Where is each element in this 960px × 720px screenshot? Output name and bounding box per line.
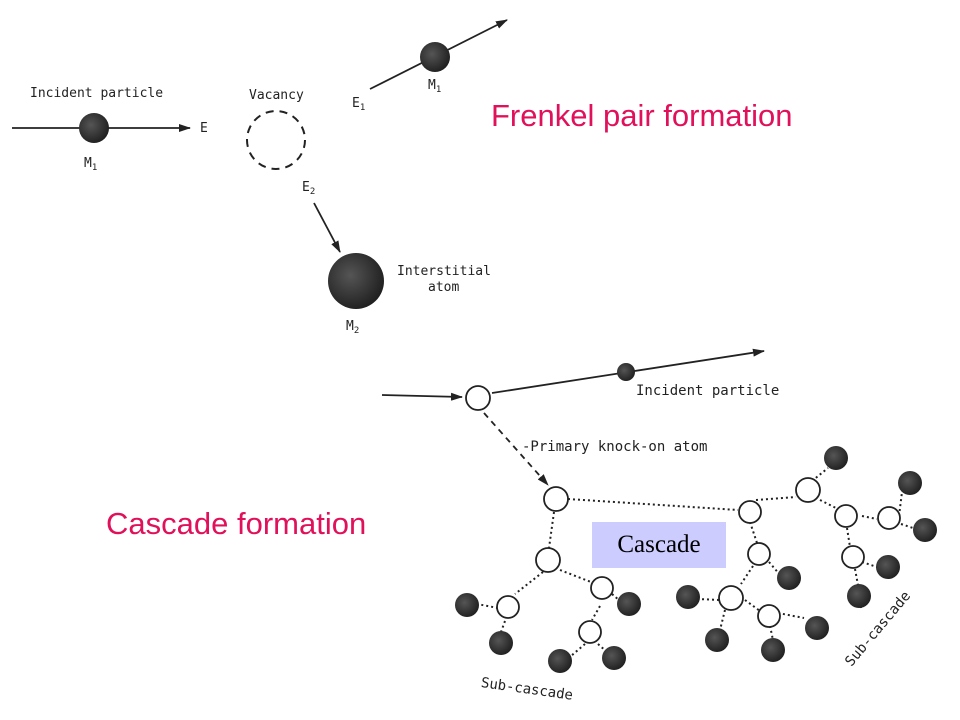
frenkel-e-label: E (200, 121, 208, 136)
cascade-incident-particle-label: Incident particle (636, 383, 780, 399)
frenkel-title: Frenkel pair formation (491, 98, 793, 133)
frenkel-incident-particle-label: Incident particle (30, 86, 164, 101)
frenkel-interstitial-label-line1: Interstitial (397, 264, 491, 279)
frenkel-interstitial-label-line2: atom (428, 280, 460, 295)
cascade-title: Cascade formation (106, 506, 367, 541)
incident-particle-atom (79, 113, 109, 143)
primary-knock-on-path (483, 412, 549, 486)
interstitial-path (313, 202, 341, 253)
primary-knock-on-label: -Primary knock-on atom (522, 439, 708, 455)
frenkel-vacancy-label: Vacancy (249, 88, 304, 103)
scattered-particle-atom (420, 42, 450, 72)
frenkel-e2-label: E2 (302, 180, 316, 197)
frenkel-e1-label: E1 (352, 96, 366, 113)
cascade-branches (476, 467, 917, 657)
vacancy-sites (465, 385, 901, 644)
frenkel-m1-label: M1 (84, 156, 98, 173)
frenkel-m1-top-label: M1 (428, 78, 442, 95)
vacancy-circle (246, 110, 306, 170)
interstitial-atom (328, 253, 384, 309)
interstitial-atoms (455, 446, 937, 673)
cascade-incident-atom (617, 363, 635, 381)
cascade-diagram (381, 348, 937, 673)
frenkel-m2-label: M2 (346, 319, 360, 336)
frenkel-pair-diagram (12, 19, 508, 309)
cascade-incoming-path (381, 392, 463, 401)
cascade-label-box: Cascade (592, 522, 726, 568)
